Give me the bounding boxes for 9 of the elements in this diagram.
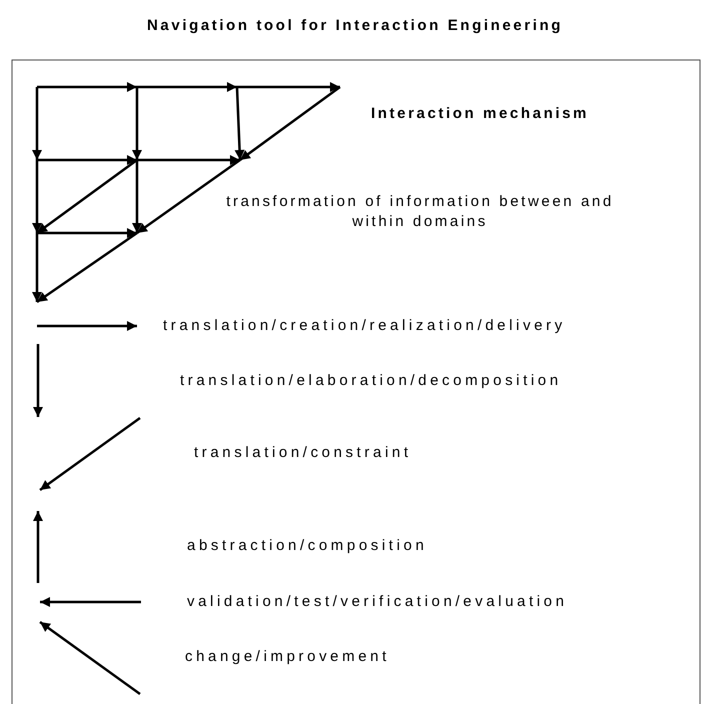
note-label: transformation of information between and within domains	[225, 192, 615, 232]
legend-text: abstraction/composition	[187, 536, 428, 556]
legend-text: validation/test/verification/evaluation	[187, 592, 568, 612]
legend-text: change/improvement	[185, 647, 390, 667]
legend-text: translation/constraint	[194, 443, 412, 463]
heading-label: Interaction mechanism	[370, 104, 590, 124]
title: Navigation tool for Interaction Engineering	[146, 17, 564, 34]
legend-text: translation/creation/realization/delivery	[163, 316, 566, 336]
legend-text: translation/elaboration/decomposition	[180, 371, 562, 391]
